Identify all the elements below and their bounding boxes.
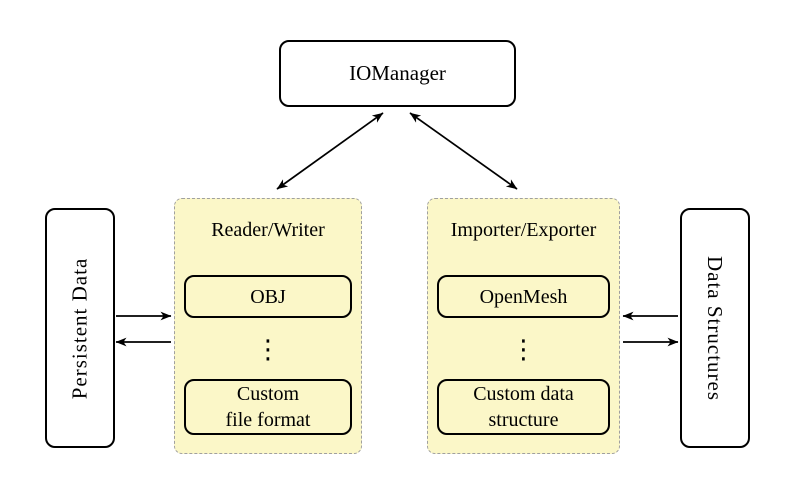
openmesh-node: OpenMesh [437, 275, 610, 318]
persistent-data-label: Persistent Data [67, 257, 92, 399]
iomanager-label: IOManager [349, 61, 446, 85]
custom-file-format-line1: Custom [236, 383, 300, 405]
custom-data-structure-line1: Custom data [473, 383, 574, 405]
custom-file-format-line2: file format [225, 409, 311, 431]
obj-label: OBJ [250, 285, 286, 308]
importer-exporter-group: Importer/Exporter OpenMesh ⋮ Custom data… [427, 198, 620, 454]
importer-exporter-title: Importer/Exporter [450, 219, 597, 241]
vertical-ellipsis-icon: ⋮ [255, 335, 281, 365]
reader-writer-group: Reader/Writer OBJ ⋮ Custom file format [174, 198, 362, 454]
openmesh-label: OpenMesh [479, 285, 568, 308]
data-structures-node: Data Structures [680, 208, 750, 448]
custom-file-format-node: Custom file format [184, 379, 352, 435]
reader-writer-title: Reader/Writer [211, 219, 325, 241]
custom-data-structure-line2: structure [488, 409, 559, 431]
persistent-data-node: Persistent Data [45, 208, 115, 448]
obj-node: OBJ [184, 275, 352, 318]
arrow-iomanager-readerwriter [276, 112, 384, 190]
vertical-ellipsis-icon: ⋮ [510, 335, 537, 365]
iomanager-node: IOManager [279, 40, 516, 107]
data-structures-label: Data Structures [703, 255, 728, 401]
arrow-iomanager-importerexporter [409, 112, 518, 190]
custom-data-structure-node: Custom data structure [437, 379, 610, 435]
